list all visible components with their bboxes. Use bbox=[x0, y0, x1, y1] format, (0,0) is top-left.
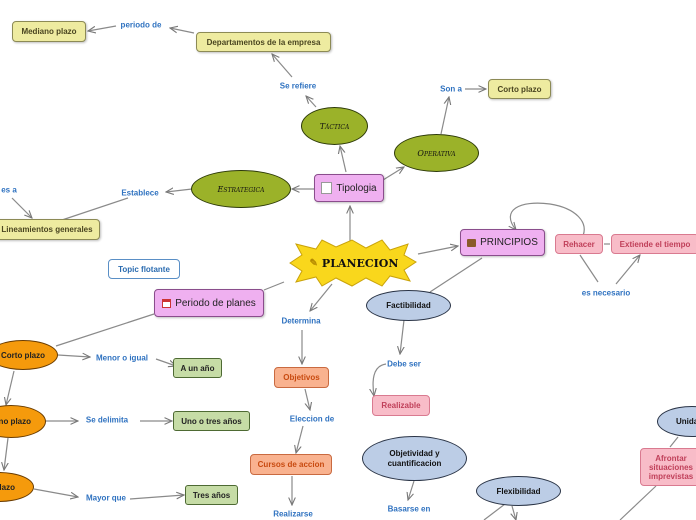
node-mediano-plazo-label: Mediano plazo bbox=[21, 27, 77, 36]
node-factibilidad[interactable]: Factibilidad bbox=[366, 290, 451, 321]
node-departamentos-label: Departamentos de la empresa bbox=[206, 37, 321, 47]
label-basarse-en: Basarse en bbox=[387, 504, 431, 514]
topic-principios-label: PRINCIPIOS bbox=[480, 237, 538, 248]
node-objetivos[interactable]: Objetivos bbox=[274, 367, 329, 388]
node-tres-anos-label: Tres años bbox=[192, 490, 231, 500]
label-periodo-de: periodo de bbox=[120, 20, 162, 30]
label-es-a: es a bbox=[1, 185, 17, 195]
central-topic-planecion[interactable]: ✎ PLANECION bbox=[300, 250, 408, 276]
node-mediano-plazo[interactable]: Mediano plazo bbox=[12, 21, 86, 42]
topic-periodo-de-planes[interactable]: Periodo de planes bbox=[154, 289, 264, 317]
label-se-refiere: Se refiere bbox=[279, 81, 317, 91]
central-topic-star bbox=[289, 239, 417, 287]
node-uno-o-tres-anos-label: Uno o tres años bbox=[181, 416, 242, 426]
label-se-delimita: Se delimita bbox=[85, 415, 129, 425]
floating-topic[interactable]: Topic flotante bbox=[108, 259, 180, 279]
node-corto-plazo-periodo-label: Corto plazo bbox=[1, 350, 45, 360]
topic-principios[interactable]: PRINCIPIOS bbox=[460, 229, 545, 256]
subtopic-operativa-label: Operativa bbox=[417, 148, 456, 158]
topic-tipologia[interactable]: Tipologia bbox=[314, 174, 384, 202]
note-icon bbox=[321, 182, 333, 194]
node-cursos-de-accion[interactable]: Cursos de accion bbox=[250, 454, 332, 475]
node-flexibilidad[interactable]: Flexibilidad bbox=[476, 476, 561, 506]
node-largo-plazo-periodo-label: plazo bbox=[0, 482, 15, 492]
subtopic-estrategica-label: Estrategica bbox=[217, 184, 265, 194]
node-unidad-label: Unidad bbox=[676, 417, 696, 426]
node-corto-plazo-periodo[interactable]: Corto plazo bbox=[0, 340, 58, 370]
node-objetivos-label: Objetivos bbox=[283, 373, 320, 382]
label-es-necesario: es necesario bbox=[581, 288, 631, 298]
node-afrontar-situaciones[interactable]: Afrontar situaciones imprevistas bbox=[640, 448, 696, 486]
floating-topic-label: Topic flotante bbox=[118, 264, 170, 274]
node-realizable[interactable]: Realizable bbox=[372, 395, 430, 416]
label-establece: Establece bbox=[121, 188, 159, 198]
topic-tipologia-label: Tipologia bbox=[336, 182, 377, 194]
node-extiende-label: Extiende el tiempo bbox=[619, 239, 691, 249]
calendar-icon bbox=[162, 298, 172, 308]
node-cursos-label: Cursos de accion bbox=[257, 460, 325, 469]
label-realizarse: Realizarse bbox=[273, 509, 313, 519]
node-extiende-el-tiempo[interactable]: Extiende el tiempo bbox=[611, 234, 696, 254]
node-corto-plazo-label: Corto plazo bbox=[497, 84, 542, 94]
label-son-a: Son a bbox=[440, 84, 462, 94]
pencil-icon: ✎ bbox=[309, 257, 318, 269]
node-afrontar-label: Afrontar situaciones imprevistas bbox=[648, 453, 694, 481]
label-determina: Determina bbox=[281, 316, 321, 326]
node-objetividad[interactable]: Objetividad y cuantificacion bbox=[362, 436, 467, 481]
node-corto-plazo[interactable]: Corto plazo bbox=[488, 79, 551, 99]
node-objetividad-label: Objetividad y cuantificacion bbox=[387, 448, 442, 468]
label-debe-ser: Debe ser bbox=[387, 359, 421, 369]
label-eleccion-de: Eleccion de bbox=[289, 414, 335, 424]
node-flexibilidad-label: Flexibilidad bbox=[496, 486, 541, 496]
node-lineamientos-label: Lineamientos generales bbox=[1, 225, 93, 234]
node-rehacer-label: Rehacer bbox=[563, 239, 595, 249]
briefcase-icon bbox=[467, 238, 477, 247]
label-mayor-que: Mayor que bbox=[85, 493, 127, 503]
node-factibilidad-label: Factibilidad bbox=[386, 301, 431, 310]
label-menor-o-igual: Menor o igual bbox=[96, 353, 148, 363]
node-lineamientos[interactable]: Lineamientos generales bbox=[0, 219, 100, 240]
topic-periodo-label: Periodo de planes bbox=[175, 297, 256, 309]
node-a-un-ano-label: A un año bbox=[180, 363, 215, 373]
node-uno-o-tres-anos[interactable]: Uno o tres años bbox=[173, 411, 250, 431]
subtopic-operativa[interactable]: Operativa bbox=[394, 134, 479, 172]
node-realizable-label: Realizable bbox=[381, 401, 421, 410]
subtopic-tactica[interactable]: Táctica bbox=[301, 107, 368, 145]
node-tres-anos[interactable]: Tres años bbox=[185, 485, 238, 505]
node-rehacer[interactable]: Rehacer bbox=[555, 234, 603, 254]
node-a-un-ano[interactable]: A un año bbox=[173, 358, 222, 378]
subtopic-estrategica[interactable]: Estrategica bbox=[191, 170, 291, 208]
central-topic-label: PLANECION bbox=[321, 256, 399, 270]
node-mediano-plazo-periodo-label: ano plazo bbox=[0, 417, 31, 426]
node-departamentos[interactable]: Departamentos de la empresa bbox=[196, 32, 331, 52]
subtopic-tactica-label: Táctica bbox=[319, 121, 350, 131]
